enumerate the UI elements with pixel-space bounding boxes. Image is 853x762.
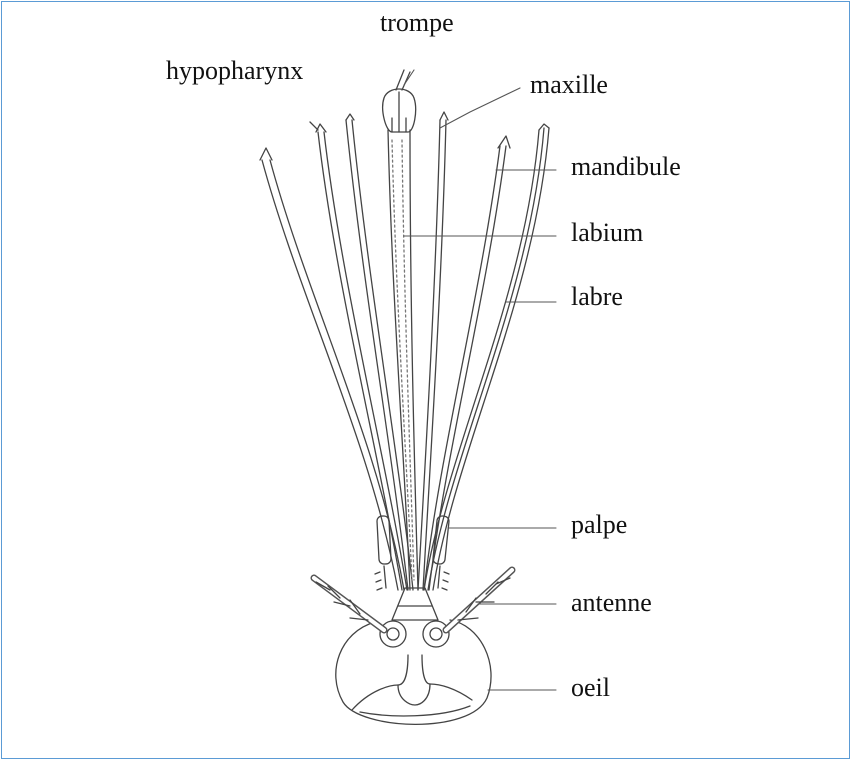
antenna-right [446, 570, 512, 630]
label-hypopharynx: hypopharynx [166, 58, 303, 84]
label-antenne: antenne [571, 590, 652, 616]
label-mandibule: mandibule [571, 154, 681, 180]
stylet-mandible-left [310, 122, 407, 590]
label-oeil: oeil [571, 675, 610, 701]
eye-left [380, 621, 406, 647]
head-capsule [336, 620, 491, 724]
label-labium: labium [571, 220, 643, 246]
stylet-labre [424, 124, 549, 590]
label-trompe: trompe [380, 10, 454, 36]
label-palpe: palpe [571, 512, 627, 538]
label-maxille: maxille [530, 72, 608, 98]
stylet-hypopharynx [260, 148, 404, 590]
clypeus [392, 588, 438, 620]
label-labre: labre [571, 284, 623, 310]
eye-right [423, 621, 449, 647]
antenna-left [314, 578, 384, 630]
